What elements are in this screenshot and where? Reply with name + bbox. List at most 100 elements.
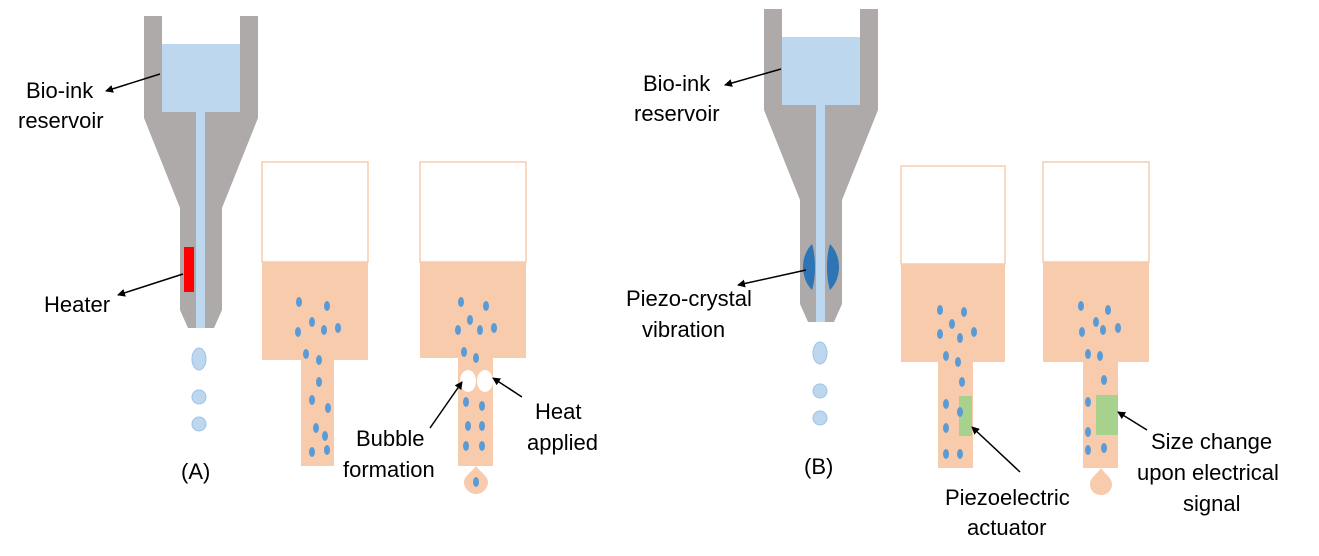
size-label-2: upon electrical (1137, 460, 1279, 485)
chamber-a1-ink (262, 262, 368, 360)
cell (957, 407, 963, 417)
cell-group (455, 297, 497, 451)
cell (1093, 317, 1099, 327)
cell (479, 441, 485, 451)
cell (959, 377, 965, 387)
cell (1101, 443, 1107, 453)
chamber-a1 (261, 161, 369, 466)
cell (949, 319, 955, 329)
cell (313, 423, 319, 433)
chamber-b1-ink (901, 264, 1005, 362)
cell (309, 317, 315, 327)
cell (321, 325, 327, 335)
cell (943, 351, 949, 361)
reservoir-arrow-a (105, 73, 161, 93)
cell (463, 441, 469, 451)
droplet (812, 341, 828, 365)
cell (316, 355, 322, 365)
actuator-label-1: Piezoelectric (945, 485, 1070, 510)
droplet (191, 347, 207, 371)
cell (1115, 323, 1121, 333)
chamber-b2-empty (1042, 161, 1150, 263)
cell (477, 325, 483, 335)
cell-group (295, 297, 341, 457)
chamber-b2-ink (1043, 262, 1149, 362)
cell (295, 327, 301, 337)
heater-arrow (117, 273, 184, 297)
cell (957, 449, 963, 459)
droplet (812, 383, 828, 399)
nozzle-a (144, 16, 258, 328)
piezo-actuator (959, 396, 972, 436)
cell (1105, 305, 1111, 315)
cell (957, 333, 963, 343)
cell (479, 421, 485, 431)
ejected-drop-b (1090, 468, 1112, 495)
cell (467, 315, 473, 325)
reservoir-b (782, 37, 860, 105)
chamber-b1 (900, 165, 1006, 468)
chamber-b1-empty (900, 165, 1006, 265)
crystal-arrow (737, 269, 807, 288)
cell (303, 349, 309, 359)
ink-channel-b (816, 103, 825, 322)
heater-element (184, 247, 194, 292)
cell (1085, 397, 1091, 407)
heater-label: Heater (44, 292, 110, 317)
cell (296, 297, 302, 307)
panel-b-label: (B) (804, 454, 833, 479)
bubble-arrow (429, 381, 463, 429)
cell (473, 477, 479, 487)
cell (324, 301, 330, 311)
vapor-bubble (460, 370, 476, 392)
reservoir-label-b-1: Bio-ink (643, 71, 711, 96)
cell (324, 445, 330, 455)
heat-label-1: Heat (535, 399, 581, 424)
size-label-1: Size change (1151, 429, 1272, 454)
droplet (191, 389, 207, 405)
cell (1085, 445, 1091, 455)
cell (335, 323, 341, 333)
cell (483, 301, 489, 311)
cell (943, 449, 949, 459)
cell (971, 327, 977, 337)
cell (325, 403, 331, 413)
actuator-label-2: actuator (967, 515, 1047, 540)
cell (1100, 325, 1106, 335)
chamber-a2-empty (419, 161, 527, 263)
cell (491, 323, 497, 333)
heat-label-2: applied (527, 430, 598, 455)
cell (1079, 327, 1085, 337)
piezo-crystal (803, 244, 815, 290)
piezo-crystal (827, 244, 839, 290)
cell (943, 399, 949, 409)
ink-channel-a (196, 110, 205, 328)
cell-group (937, 305, 977, 459)
cell (463, 397, 469, 407)
reservoir-label-a-2: reservoir (18, 108, 104, 133)
cell (473, 353, 479, 363)
reservoir-label-b-2: reservoir (634, 101, 720, 126)
cell (943, 423, 949, 433)
crystal-label-2: vibration (642, 317, 725, 342)
size-label-3: signal (1183, 491, 1240, 516)
panel-a-label: (A) (181, 459, 210, 484)
reservoir-arrow-b (724, 68, 782, 87)
size-change-arrow (1117, 411, 1148, 431)
droplets-b (812, 341, 828, 426)
cell (322, 431, 328, 441)
droplet (812, 410, 828, 426)
cell (458, 297, 464, 307)
actuator-arrow (971, 426, 1021, 473)
cell (479, 401, 485, 411)
cell (309, 395, 315, 405)
chamber-a2 (419, 161, 527, 494)
nozzle-b (764, 9, 878, 322)
reservoir-label-a-1: Bio-ink (26, 78, 94, 103)
cell (316, 377, 322, 387)
cell (961, 307, 967, 317)
cell-group (1078, 301, 1121, 455)
chamber-b2 (1042, 161, 1150, 495)
cell (937, 305, 943, 315)
bubble-label-1: Bubble (356, 426, 425, 451)
